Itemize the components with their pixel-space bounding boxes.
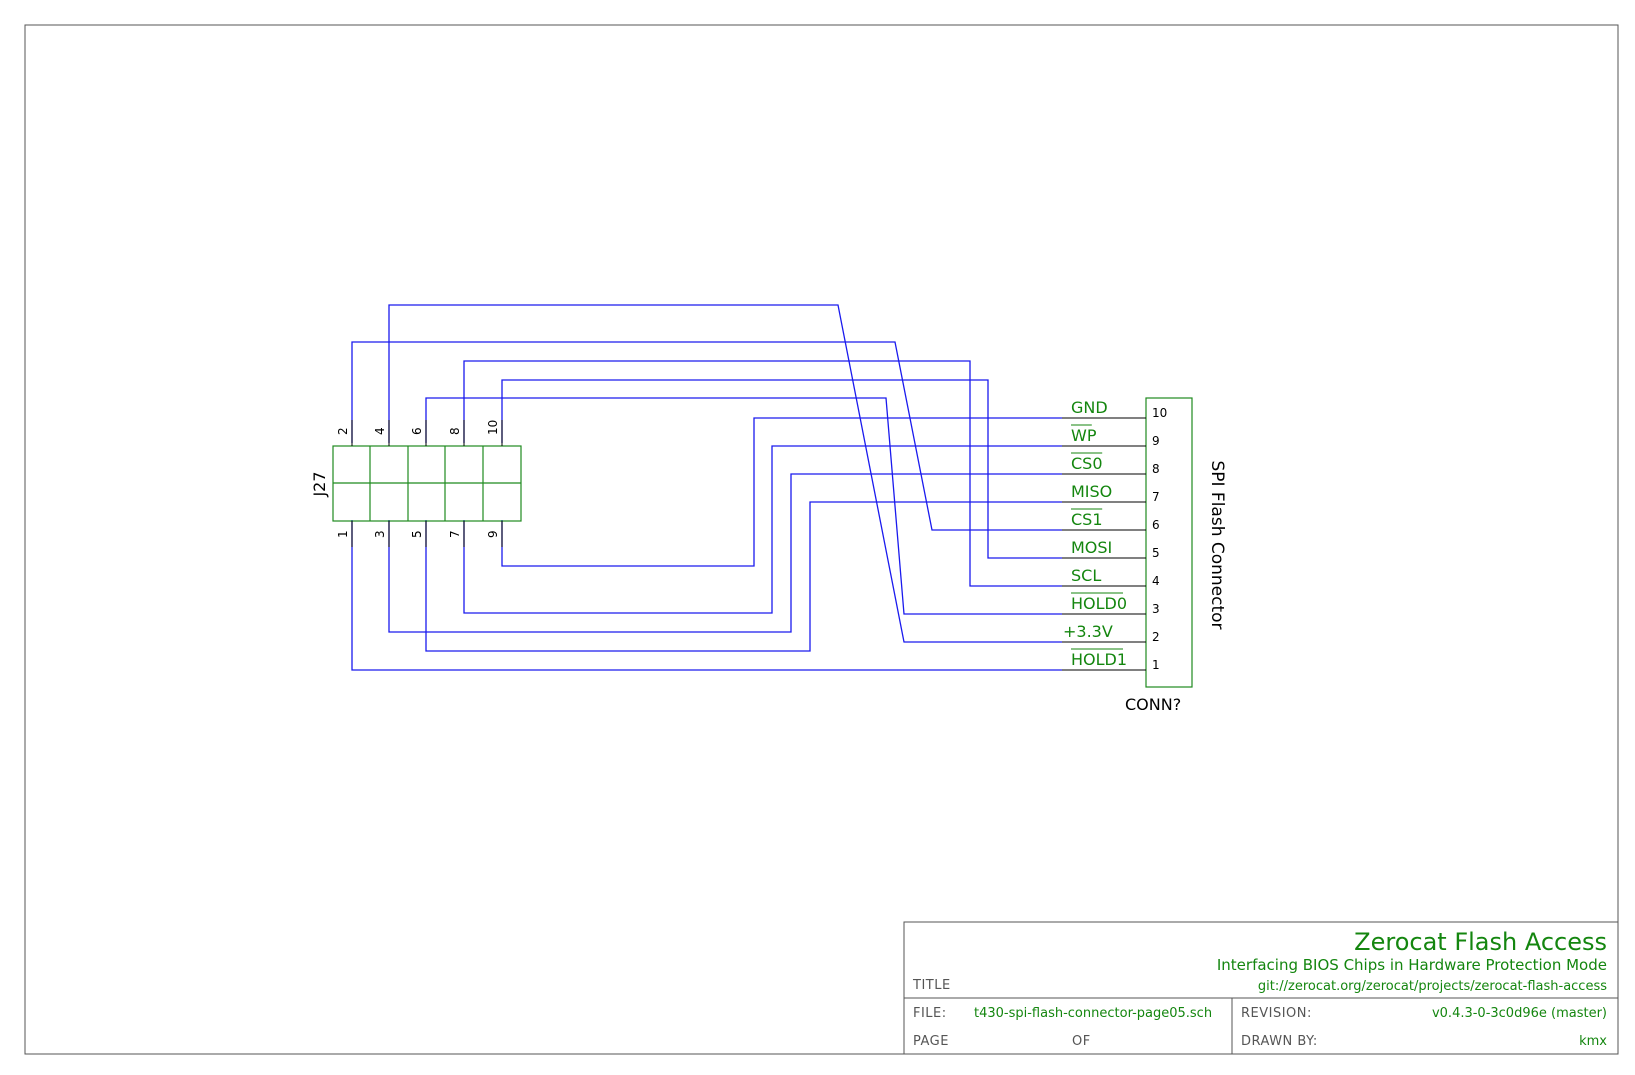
header-j27-pin-number: 10 <box>486 420 500 435</box>
spi-connector-signal-label: CS1 <box>1071 510 1103 529</box>
spi-connector-pin-number: 9 <box>1152 434 1160 448</box>
title-block-subtitle: Interfacing BIOS Chips in Hardware Prote… <box>1217 956 1607 974</box>
header-j27-pin-number: 4 <box>373 427 387 435</box>
spi-connector-signal-label: GND <box>1071 398 1108 417</box>
wire-pin1-hold1 <box>351 520 1062 671</box>
spi-connector-signal-label: +3.3V <box>1063 622 1113 641</box>
spi-connector-signal-label: WP <box>1071 426 1097 445</box>
wires <box>351 304 1062 671</box>
title-block-file-label: FILE: <box>913 1006 947 1021</box>
title-block-drawn-by-value: kmx <box>1579 1034 1607 1049</box>
header-j27-pin-number: 7 <box>448 530 462 538</box>
wire-pin4-wp <box>388 304 1062 643</box>
spi-flash-connector: 10 GND 9 WP 8 CS0 7 MISO 6 CS1 5 MOSI 4 SCL 3 HOLD0 2 +3.… <box>1062 397 1227 714</box>
spi-connector-pins: 10 GND 9 WP 8 CS0 7 MISO 6 CS1 5 MOSI 4 SCL 3 HOLD0 2 +3.… <box>1062 398 1167 672</box>
title-block-title-label: TITLE <box>912 978 951 993</box>
spi-connector-signal-label: SCL <box>1071 566 1101 585</box>
spi-connector-body <box>1145 397 1193 688</box>
spi-connector-signal-label: MISO <box>1071 482 1112 501</box>
title-block-file-value: t430-spi-flash-connector-page05.sch <box>974 1006 1212 1021</box>
header-j27-pin-number: 5 <box>410 530 424 538</box>
header-j27-pin-number: 1 <box>336 530 350 538</box>
spi-connector-pin-number: 6 <box>1152 518 1160 532</box>
wire-pin6-miso <box>425 397 1062 615</box>
spi-connector-signal-label: MOSI <box>1071 538 1112 557</box>
header-j27-pin-number: 6 <box>410 427 424 435</box>
header-j27-pin-number: 8 <box>448 427 462 435</box>
sheet-border <box>24 24 1619 1055</box>
title-block-company: Zerocat Flash Access <box>1354 928 1607 956</box>
spi-connector-value: SPI Flash Connector <box>1207 460 1227 629</box>
spi-connector-pin-number: 7 <box>1152 490 1160 504</box>
wire-pin2-mosi <box>351 341 1062 531</box>
spi-connector-pin-number: 3 <box>1152 602 1160 616</box>
spi-connector-pin-number: 1 <box>1152 658 1160 672</box>
header-j27-pin-number: 9 <box>486 530 500 538</box>
spi-connector-pin-number: 4 <box>1152 574 1160 588</box>
spi-connector-pin-number: 5 <box>1152 546 1160 560</box>
header-j27: 2 4 6 8 10 1 3 5 7 9 J27 <box>310 420 522 547</box>
title-block-revision-value: v0.4.3-0-3c0d96e (master) <box>1432 1006 1607 1021</box>
wire-pin7-cs1 <box>463 445 1062 614</box>
header-j27-pin-number: 2 <box>336 427 350 435</box>
spi-connector-signal-label: HOLD0 <box>1071 594 1127 613</box>
title-block-frame <box>903 921 1619 1055</box>
wire-pin8-hold0 <box>463 360 1062 587</box>
title-block-url: git://zerocat.org/zerocat/projects/zeroc… <box>1258 979 1607 994</box>
spi-connector-pin-number: 10 <box>1152 406 1167 420</box>
title-block-page-label: PAGE <box>913 1034 949 1049</box>
header-j27-reference: J27 <box>310 471 329 497</box>
spi-connector-reference: CONN? <box>1125 695 1181 714</box>
title-block-revision-label: REVISION: <box>1241 1006 1312 1021</box>
title-block-of-label: OF <box>1072 1034 1091 1049</box>
spi-connector-pin-number: 8 <box>1152 462 1160 476</box>
wire-pin3-plus33v <box>388 473 1062 633</box>
header-j27-pin-number: 3 <box>373 530 387 538</box>
wire-pin5-cs0 <box>425 501 1062 652</box>
spi-connector-signal-label: HOLD1 <box>1071 650 1127 669</box>
wire-pin10-scl <box>501 379 1062 559</box>
spi-connector-signal-label: CS0 <box>1071 454 1103 473</box>
wire-pin9-gnd <box>501 417 1062 567</box>
title-block-drawn-by-label: DRAWN BY: <box>1241 1034 1318 1049</box>
spi-connector-pin-number: 2 <box>1152 630 1160 644</box>
title-block: Zerocat Flash Access Interfacing BIOS Ch… <box>903 921 1619 1055</box>
